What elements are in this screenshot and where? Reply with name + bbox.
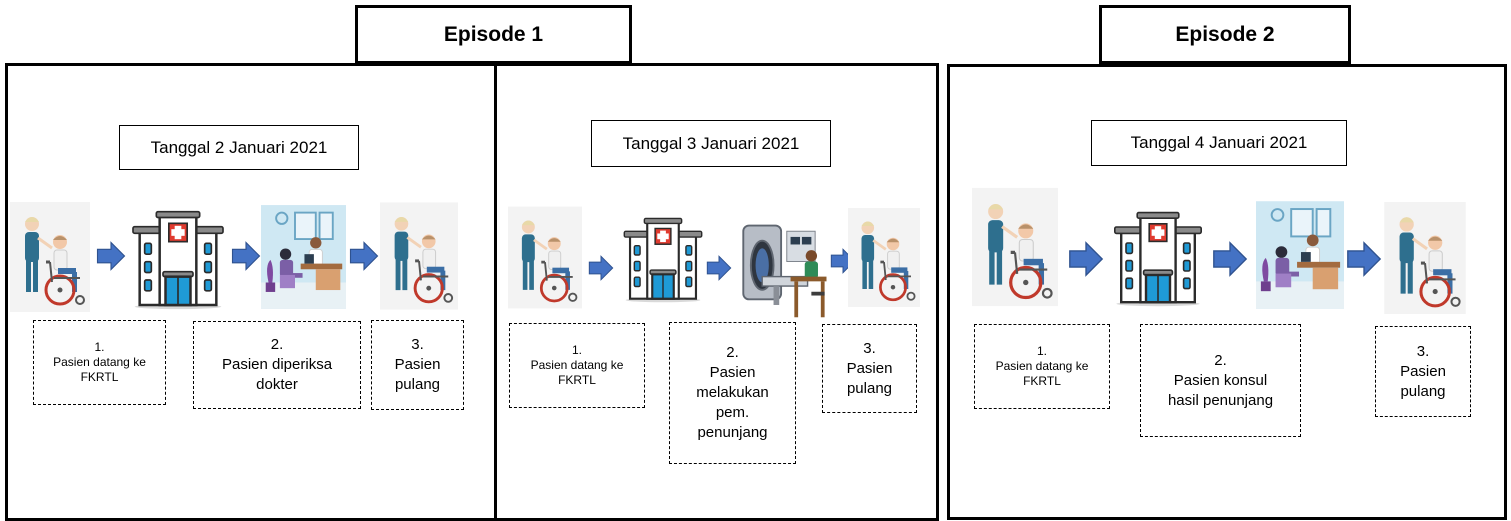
arrow-right-icon: [1212, 241, 1248, 277]
arrow-right-icon: [231, 241, 261, 271]
patient-wheelchair-icon: [1383, 202, 1467, 314]
hospital-icon: [128, 202, 228, 318]
date-label-day-2: Tanggal 3 Januari 2021: [591, 120, 831, 167]
doctor-exam-icon: [1256, 201, 1344, 309]
hospital-icon: [620, 210, 706, 310]
step-box-arrive: 1. Pasien datang ke FKRTL: [509, 323, 645, 408]
doctor-exam-icon: [261, 202, 346, 312]
episode-1-label: Episode 1: [443, 22, 544, 46]
patient-wheelchair-icon: [972, 182, 1058, 312]
episode-2-tab: Episode 2: [1099, 5, 1351, 64]
arrow-right-icon: [706, 255, 732, 281]
patient-wheelchair-icon: [848, 205, 920, 310]
scanner-icon: [735, 218, 831, 322]
step-box-discharge: 3. Pasien pulang: [822, 324, 917, 413]
step-box-arrive: 1. Pasien datang ke FKRTL: [33, 320, 166, 405]
step-box-discharge: 3. Pasien pulang: [1375, 326, 1471, 417]
step-box-arrive: 1. Pasien datang ke FKRTL: [974, 324, 1110, 409]
arrow-right-icon: [1346, 241, 1382, 277]
patient-wheelchair-icon: [10, 202, 90, 312]
episode-1-tab: Episode 1: [355, 5, 632, 64]
date-label-day-1: Tanggal 2 Januari 2021: [119, 125, 359, 170]
step-box-exam: 2. Pasien diperiksa dokter: [193, 321, 361, 409]
step-box-consult: 2. Pasien konsul hasil penunjang: [1140, 324, 1301, 437]
arrow-right-icon: [349, 241, 379, 271]
episode-2-label: Episode 2: [1175, 22, 1275, 46]
arrow-right-icon: [1068, 241, 1104, 277]
hospital-icon: [1110, 206, 1206, 312]
patient-wheelchair-icon: [380, 202, 458, 310]
date-label-day-3: Tanggal 4 Januari 2021: [1091, 120, 1347, 166]
arrow-right-icon: [96, 241, 126, 271]
step-box-diagnostic-test: 2. Pasien melakukan pem. penunjang: [669, 322, 796, 464]
patient-wheelchair-icon: [508, 205, 582, 310]
arrow-right-icon: [588, 255, 614, 281]
step-box-discharge: 3. Pasien pulang: [371, 320, 464, 410]
